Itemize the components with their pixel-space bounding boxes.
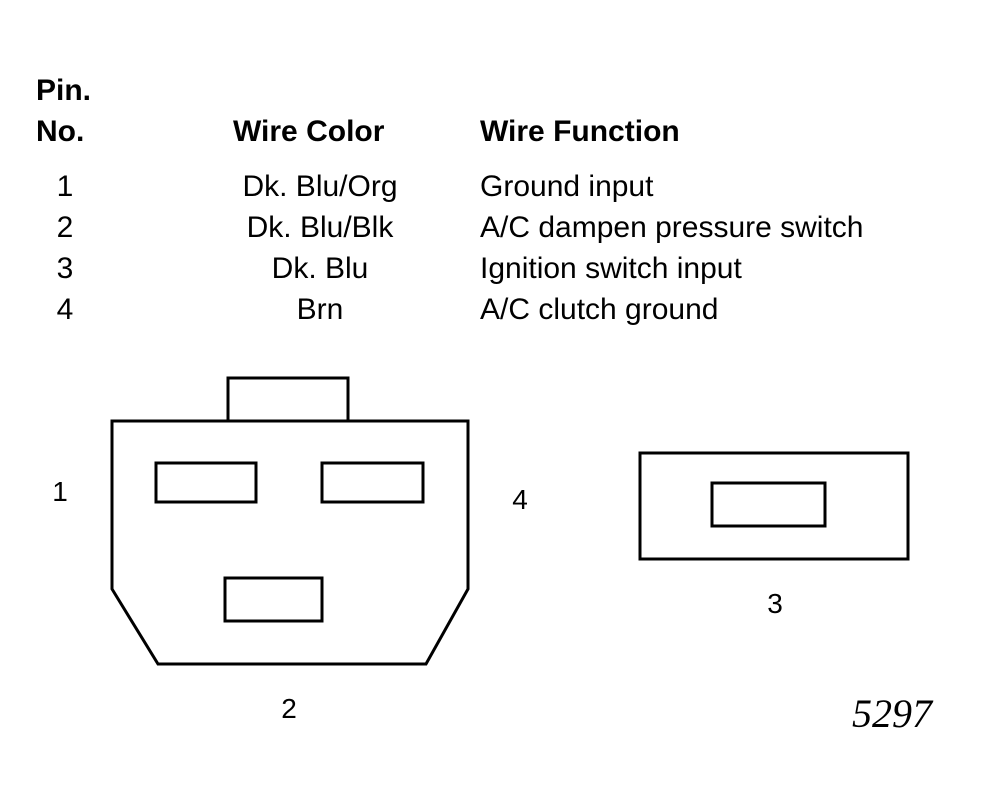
table-row-1-color: Dk. Blu/Org bbox=[242, 170, 398, 203]
table-row-1-function: Ground input bbox=[480, 170, 654, 203]
table-row-3-color: Dk. Blu bbox=[271, 252, 369, 285]
connector-housing bbox=[110, 419, 470, 666]
terminal-slot-pin-1 bbox=[154, 461, 258, 504]
table-row-3-function: Ignition switch input bbox=[480, 252, 742, 285]
terminal-slot-pin-2 bbox=[223, 576, 324, 623]
table-row-4-function: A/C clutch ground bbox=[480, 293, 719, 326]
table-row-1-pin: 1 bbox=[56, 170, 74, 203]
table-row-4-color: Brn bbox=[296, 293, 344, 326]
table-row-2-color: Dk. Blu/Blk bbox=[246, 211, 394, 244]
pin-header-line1: Pin. bbox=[36, 74, 92, 107]
single-pin-connector bbox=[638, 451, 910, 561]
terminal-slot-pin-3 bbox=[710, 481, 827, 528]
connector-locking-tab bbox=[226, 376, 350, 423]
pin-label-3: 3 bbox=[767, 588, 783, 619]
single-connector-housing bbox=[638, 451, 910, 561]
table-row-2-function: A/C dampen pressure switch bbox=[480, 211, 864, 244]
wire-color-header: Wire Color bbox=[233, 115, 385, 148]
figure-number: 5297 bbox=[852, 691, 934, 736]
pin-label-4: 4 bbox=[512, 484, 528, 515]
table-row-4-pin: 4 bbox=[56, 293, 74, 326]
table-row-2-pin: 2 bbox=[56, 211, 74, 244]
three-pin-connector bbox=[110, 376, 470, 666]
pin-label-1: 1 bbox=[52, 476, 68, 507]
terminal-slot-pin-4 bbox=[320, 461, 425, 504]
pin-label-2: 2 bbox=[281, 693, 297, 724]
table-row-3-pin: 3 bbox=[56, 252, 74, 285]
wire-function-header: Wire Function bbox=[480, 115, 680, 148]
pin-header-line2: No. bbox=[36, 115, 85, 148]
